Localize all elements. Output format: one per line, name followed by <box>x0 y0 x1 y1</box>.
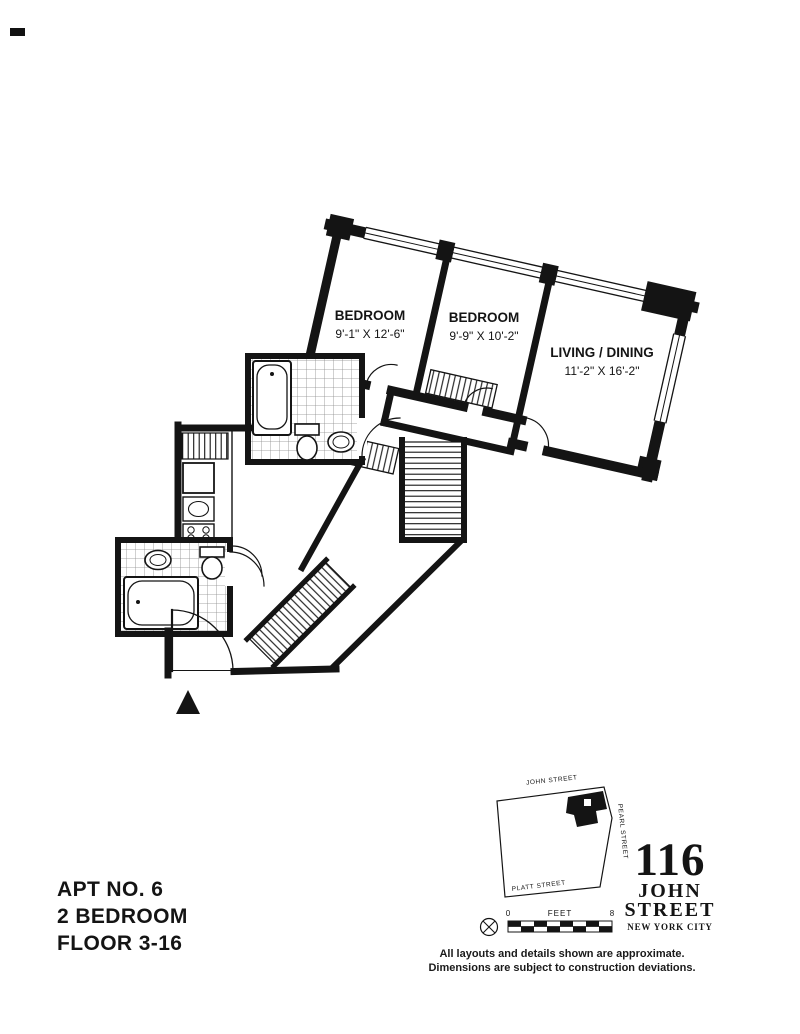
door-swing-arc <box>525 417 550 453</box>
wall <box>327 535 467 673</box>
door-swing-arc <box>462 387 493 408</box>
closet-hatch <box>424 368 498 409</box>
apartment-type-label: 2 BEDROOM <box>57 905 188 928</box>
partition-wall <box>411 247 453 401</box>
building-name-line2: STREET <box>624 899 716 921</box>
sink-icon <box>144 549 172 571</box>
wall <box>541 445 660 482</box>
building-notch <box>584 799 591 806</box>
stair-hatch <box>248 561 352 665</box>
entry-area <box>164 608 340 714</box>
scale-unit-label: FEET <box>548 909 572 918</box>
door-swing-arc <box>229 551 265 587</box>
entry-door-arc <box>171 609 234 672</box>
room-name: LIVING / DINING <box>550 345 654 360</box>
wall <box>230 665 340 676</box>
building-city: NEW YORK CITY <box>627 922 713 932</box>
scale-eight-label: 8 <box>610 909 615 918</box>
compass-icon <box>479 917 499 937</box>
site-map: JOHN STREET PEARL STREET PLATT STREET <box>496 774 629 898</box>
toilet-icon <box>199 546 225 580</box>
disclaimer: All layouts and details shown are approx… <box>392 948 732 975</box>
room-name: BEDROOM <box>449 310 520 325</box>
door-gap <box>357 418 367 456</box>
stair-core <box>243 437 467 673</box>
window <box>363 226 440 257</box>
bathroom-upper <box>245 353 401 465</box>
wall <box>300 216 346 378</box>
building-footprint <box>566 791 607 827</box>
print-mark <box>10 28 25 36</box>
door-gap <box>225 552 235 586</box>
wall <box>385 385 469 413</box>
room-dims: 9'-9" X 10'-2" <box>449 329 518 343</box>
city-block-outline <box>496 786 613 898</box>
toilet-icon <box>294 423 320 461</box>
room-dims: 9'-1" X 12'-6" <box>335 327 404 341</box>
scale-ruler <box>507 920 613 933</box>
building-number: 116 <box>634 834 706 886</box>
wall <box>506 437 529 452</box>
scale-zero-label: 0 <box>506 909 511 918</box>
window <box>554 269 651 304</box>
upper-rooms-band <box>300 213 700 483</box>
disclaimer-line2: Dimensions are subject to construction d… <box>428 961 696 974</box>
apartment-number-label: APT NO. 6 <box>57 878 164 901</box>
kitchen-sink-icon <box>182 496 215 522</box>
room-name: BEDROOM <box>335 308 406 323</box>
wall <box>243 556 330 643</box>
wall <box>270 583 357 670</box>
bathtub-icon <box>252 360 292 436</box>
room-dims: 11'-2" X 16'-2" <box>565 364 640 378</box>
window <box>652 333 687 424</box>
stair-hatch <box>403 441 463 539</box>
sink-icon <box>327 431 355 453</box>
entry-arrow <box>176 690 200 714</box>
scale-bar: 0 FEET 8 <box>479 909 615 937</box>
window <box>451 245 543 280</box>
fridge-icon <box>182 462 215 494</box>
room-labels: BEDROOM 9'-1" X 12'-6" BEDROOM 9'-9" X 1… <box>335 308 654 378</box>
wall <box>297 455 367 573</box>
disclaimer-line1: All layouts and details shown are approx… <box>439 948 685 960</box>
floor-range-label: FLOOR 3-16 <box>57 932 183 955</box>
branding-block: 116 JOHN STREET NEW YORK CITY <box>620 834 720 933</box>
wall <box>481 406 528 426</box>
building-name-line1: JOHN <box>638 880 702 902</box>
bathroom-lower <box>115 537 265 637</box>
door-swing-arc <box>361 417 401 457</box>
street-label-john: JOHN STREET <box>526 774 578 786</box>
wall <box>379 388 396 427</box>
door-swing-arc <box>231 545 263 577</box>
door-swing-arc <box>365 363 398 386</box>
title-block: APT NO. 6 2 BEDROOM FLOOR 3-16 <box>57 876 188 957</box>
wall <box>379 418 516 456</box>
bathtub-icon <box>123 576 199 630</box>
closet-hatch <box>181 432 229 460</box>
